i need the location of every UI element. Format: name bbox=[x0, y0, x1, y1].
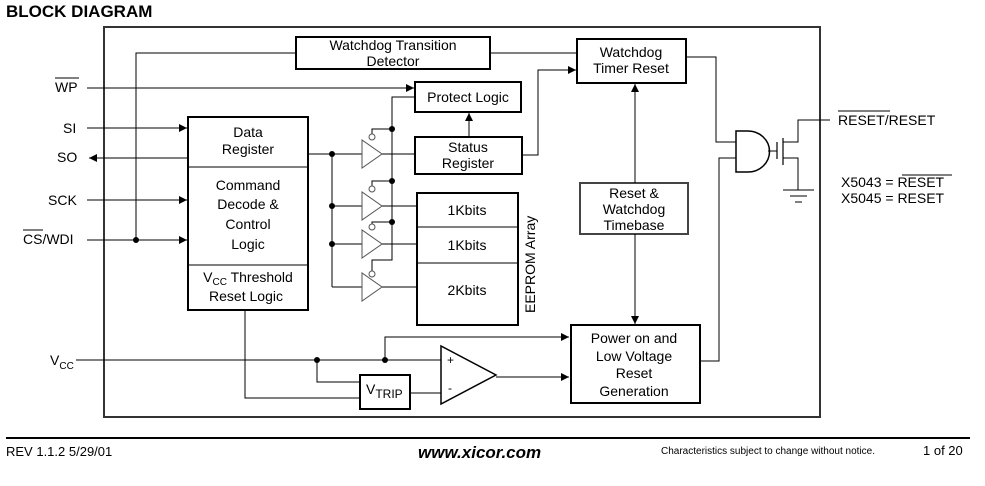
variant-notes: X5043 = RESET X5045 = RESET bbox=[841, 174, 952, 206]
note-x5045: X5045 = RESET bbox=[841, 190, 945, 206]
svg-text:Register: Register bbox=[442, 155, 494, 171]
svg-text:VTRIP: VTRIP bbox=[366, 381, 403, 401]
block-protect-logic: Protect Logic bbox=[414, 81, 522, 113]
output-transistor bbox=[776, 119, 830, 190]
block-vcc-threshold: VCC Threshold Reset Logic bbox=[203, 269, 293, 304]
pin-cs-wdi: CS/WDI bbox=[23, 229, 74, 247]
comparator-plus: + bbox=[447, 353, 454, 367]
svg-text:Detector: Detector bbox=[367, 53, 420, 69]
block-data-register: Data Register bbox=[222, 124, 274, 157]
svg-text:Logic: Logic bbox=[231, 236, 264, 252]
pin-wp-label: WP bbox=[55, 79, 78, 95]
svg-text:Command: Command bbox=[216, 177, 281, 193]
svg-text:Reset &: Reset & bbox=[609, 185, 659, 201]
wire-vcc-to-vtrip bbox=[316, 360, 360, 383]
wire-protect-enable bbox=[371, 96, 415, 271]
wire-status-to-wtr bbox=[522, 66, 576, 156]
wire-threshold-to-vtrip bbox=[244, 310, 360, 399]
wire-por-to-and bbox=[700, 157, 736, 362]
chip-boundary bbox=[103, 26, 821, 418]
comparator-minus: - bbox=[448, 381, 452, 395]
note-x5043-value: RESET bbox=[897, 174, 944, 190]
svg-text:Timer Reset: Timer Reset bbox=[593, 60, 669, 76]
buffer-eeprom-2 bbox=[361, 223, 417, 259]
svg-text:Low Voltage: Low Voltage bbox=[596, 348, 672, 364]
pin-reset: RESET/RESET bbox=[838, 110, 936, 128]
footer-revision: REV 1.1.2 5/29/01 bbox=[6, 444, 112, 459]
svg-text:Watchdog: Watchdog bbox=[600, 44, 663, 60]
eeprom-cell-2: 1Kbits bbox=[448, 237, 487, 253]
buffer-status bbox=[361, 133, 415, 169]
svg-text:RESET/RESET: RESET/RESET bbox=[838, 112, 936, 128]
wire-en-1 bbox=[371, 128, 392, 134]
pin-so-label: SO bbox=[57, 149, 77, 165]
svg-text:Reset Logic: Reset Logic bbox=[209, 288, 283, 304]
eeprom-array-label: EEPROM Array bbox=[522, 216, 538, 313]
pin-si-label: SI bbox=[63, 120, 76, 136]
block-vtrip: VTRIP bbox=[359, 374, 411, 410]
svg-text:Timebase: Timebase bbox=[604, 217, 665, 233]
pin-wp: WP bbox=[55, 77, 79, 95]
wire-vcc-to-por bbox=[384, 333, 569, 360]
wire-en-2 bbox=[371, 180, 392, 186]
svg-text:Watchdog: Watchdog bbox=[603, 201, 666, 217]
footer-url[interactable]: www.xicor.com bbox=[418, 443, 541, 462]
svg-text:X5043 = RESET: X5043 = RESET bbox=[841, 174, 945, 190]
svg-text:Data: Data bbox=[233, 124, 263, 140]
and-gate bbox=[735, 130, 771, 173]
buffer-eeprom-1 bbox=[361, 185, 417, 221]
wire-cs-to-wtd bbox=[135, 52, 296, 240]
note-x5043-prefix: X5043 = bbox=[841, 174, 897, 190]
svg-text:VCC Threshold: VCC Threshold bbox=[203, 269, 293, 288]
pin-reset-label: /RESET bbox=[885, 112, 936, 128]
wire-en-3 bbox=[371, 221, 392, 224]
eeprom-cell-3: 2Kbits bbox=[448, 282, 487, 298]
block-reset-watchdog-timebase: Reset & Watchdog Timebase bbox=[579, 182, 689, 235]
wire-wtr-to-and bbox=[686, 56, 736, 143]
block-status-register: Status Register bbox=[414, 136, 523, 175]
svg-text:Status: Status bbox=[448, 139, 488, 155]
block-eeprom-array: 1Kbits 1Kbits 2Kbits EEPROM Array bbox=[416, 192, 538, 326]
pin-sck-label: SCK bbox=[48, 192, 77, 208]
diagram-title: BLOCK DIAGRAM bbox=[6, 2, 152, 21]
svg-text:Watchdog Transition: Watchdog Transition bbox=[329, 37, 456, 53]
block-control: Data Register Command Decode & Control L… bbox=[187, 116, 309, 311]
block-command-decode: Command Decode & Control Logic bbox=[216, 177, 281, 252]
pin-vcc-label: VCC bbox=[50, 352, 74, 372]
pin-reset-bar-label: RESET bbox=[838, 112, 885, 128]
svg-text:Generation: Generation bbox=[599, 383, 668, 399]
pin-wdi-label: /WDI bbox=[42, 231, 73, 247]
eeprom-cell-1: 1Kbits bbox=[448, 202, 487, 218]
svg-text:Decode &: Decode & bbox=[217, 196, 279, 212]
ground-icon bbox=[783, 189, 814, 203]
svg-text:Reset: Reset bbox=[616, 365, 653, 381]
svg-text:Protect Logic: Protect Logic bbox=[427, 89, 509, 105]
pin-cs-label: CS bbox=[23, 231, 42, 247]
buffer-eeprom-3 bbox=[361, 270, 417, 302]
comparator: + - bbox=[440, 344, 498, 406]
svg-text:Control: Control bbox=[225, 216, 270, 232]
svg-text:CS/WDI: CS/WDI bbox=[23, 231, 74, 247]
svg-text:Register: Register bbox=[222, 141, 274, 157]
block-watchdog-timer-reset: Watchdog Timer Reset bbox=[576, 38, 687, 84]
footer-page: 1 of 20 bbox=[923, 443, 963, 458]
svg-text:Power on and: Power on and bbox=[591, 330, 677, 346]
block-power-on-reset: Power on and Low Voltage Reset Generatio… bbox=[570, 324, 701, 404]
block-watchdog-transition-detector: Watchdog Transition Detector bbox=[295, 36, 491, 70]
footer-notice: Characteristics subject to change withou… bbox=[661, 446, 875, 457]
